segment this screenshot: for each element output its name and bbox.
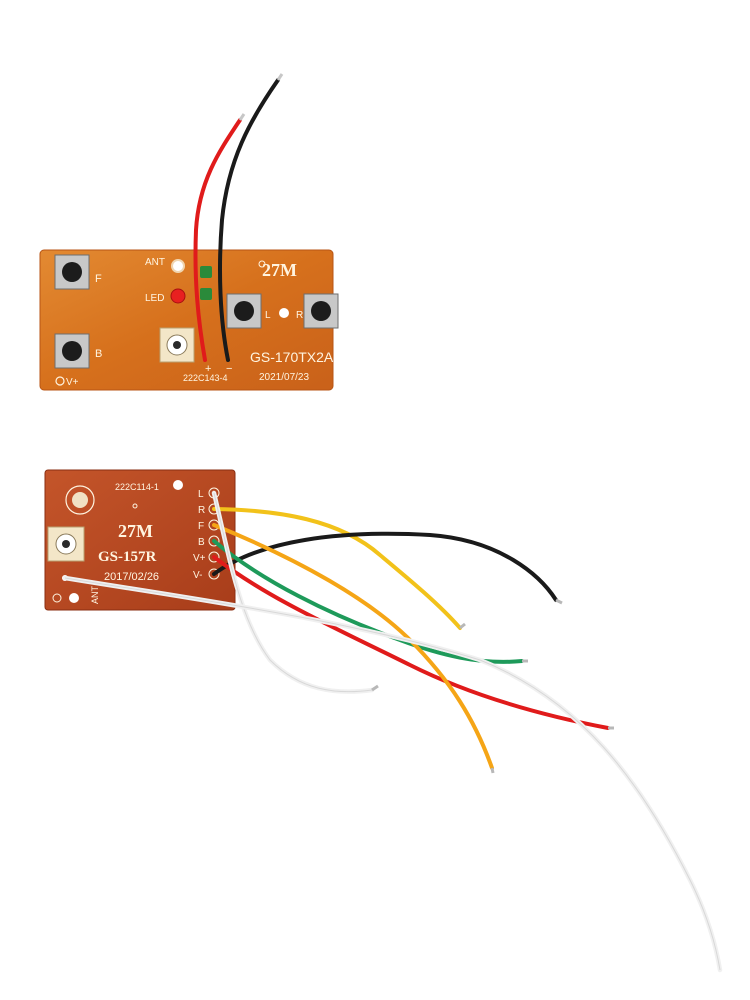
led-label: LED	[145, 293, 164, 304]
wire-tip	[238, 113, 246, 121]
silk-dot	[132, 503, 138, 509]
wire-tip	[490, 767, 495, 774]
crystal-icon	[72, 492, 88, 508]
led-icon	[170, 288, 186, 304]
receiver-board: 222C114-1 27M GS-157R 2017/02/26 ANT L R…	[44, 469, 236, 611]
transmitter-vplus-label: V+	[66, 377, 79, 388]
receiver-backward-label: B	[198, 537, 205, 548]
plus-label: +	[205, 363, 211, 375]
black-wire	[218, 78, 280, 362]
receiver-model: GS-157R	[98, 549, 157, 565]
left-label: L	[265, 310, 271, 321]
transmitter-pcb-code: 222C143-4	[183, 373, 228, 383]
pad	[208, 568, 220, 580]
wire-tip	[555, 598, 563, 605]
orange-wire	[212, 523, 494, 770]
receiver-wires	[62, 490, 723, 973]
wire-tip	[459, 622, 466, 630]
mount-hole	[279, 308, 289, 318]
yellow-wire	[212, 507, 462, 630]
diode-icon	[200, 266, 212, 278]
black-wire	[212, 531, 558, 602]
pad	[208, 535, 220, 547]
transmitter-board: F B V+ ANT LED L	[39, 73, 339, 391]
receiver-left-label: L	[198, 489, 204, 500]
left-button	[226, 293, 262, 329]
ant-hole	[171, 259, 185, 273]
potentiometer-icon	[159, 327, 195, 363]
backward-button	[54, 333, 90, 369]
receiver-pcb-code: 222C114-1	[115, 482, 159, 492]
transmitter-model: GS-170TX2A	[250, 349, 334, 365]
crystal-outline	[65, 485, 95, 515]
receiver-right-label: R	[198, 505, 205, 516]
receiver-ant-label: ANT	[90, 585, 100, 604]
transmitter-ant-label: ANT	[145, 257, 165, 268]
wire-tip	[371, 684, 379, 692]
right-button	[303, 293, 339, 329]
receiver-forward-label: F	[198, 521, 204, 532]
wire-tip	[276, 73, 284, 81]
minus-label: −	[226, 363, 232, 375]
receiver-date: 2017/02/26	[104, 571, 159, 583]
transmitter-frequency: 27M	[262, 260, 297, 280]
receiver-potentiometer-icon	[47, 526, 85, 562]
transmitter-date: 2021/07/23	[259, 372, 309, 383]
ant-pad-ring	[52, 593, 62, 603]
receiver-frequency: 27M	[118, 521, 153, 541]
mount-hole	[69, 593, 79, 603]
right-label: R	[296, 310, 303, 321]
forward-label: F	[95, 273, 102, 285]
vplus-pad	[55, 376, 65, 386]
silk-dot	[258, 260, 266, 268]
forward-button	[54, 254, 90, 290]
white-wire-shade	[64, 577, 721, 971]
pad	[208, 551, 220, 563]
diode-icon	[200, 288, 212, 300]
backward-label: B	[95, 348, 102, 360]
white-wire-shade	[213, 492, 373, 693]
red-wire	[212, 555, 610, 730]
mount-hole	[173, 480, 183, 490]
receiver-vminus-label: V-	[193, 570, 202, 581]
red-wire	[193, 118, 242, 362]
receiver-vplus-label: V+	[193, 553, 206, 564]
